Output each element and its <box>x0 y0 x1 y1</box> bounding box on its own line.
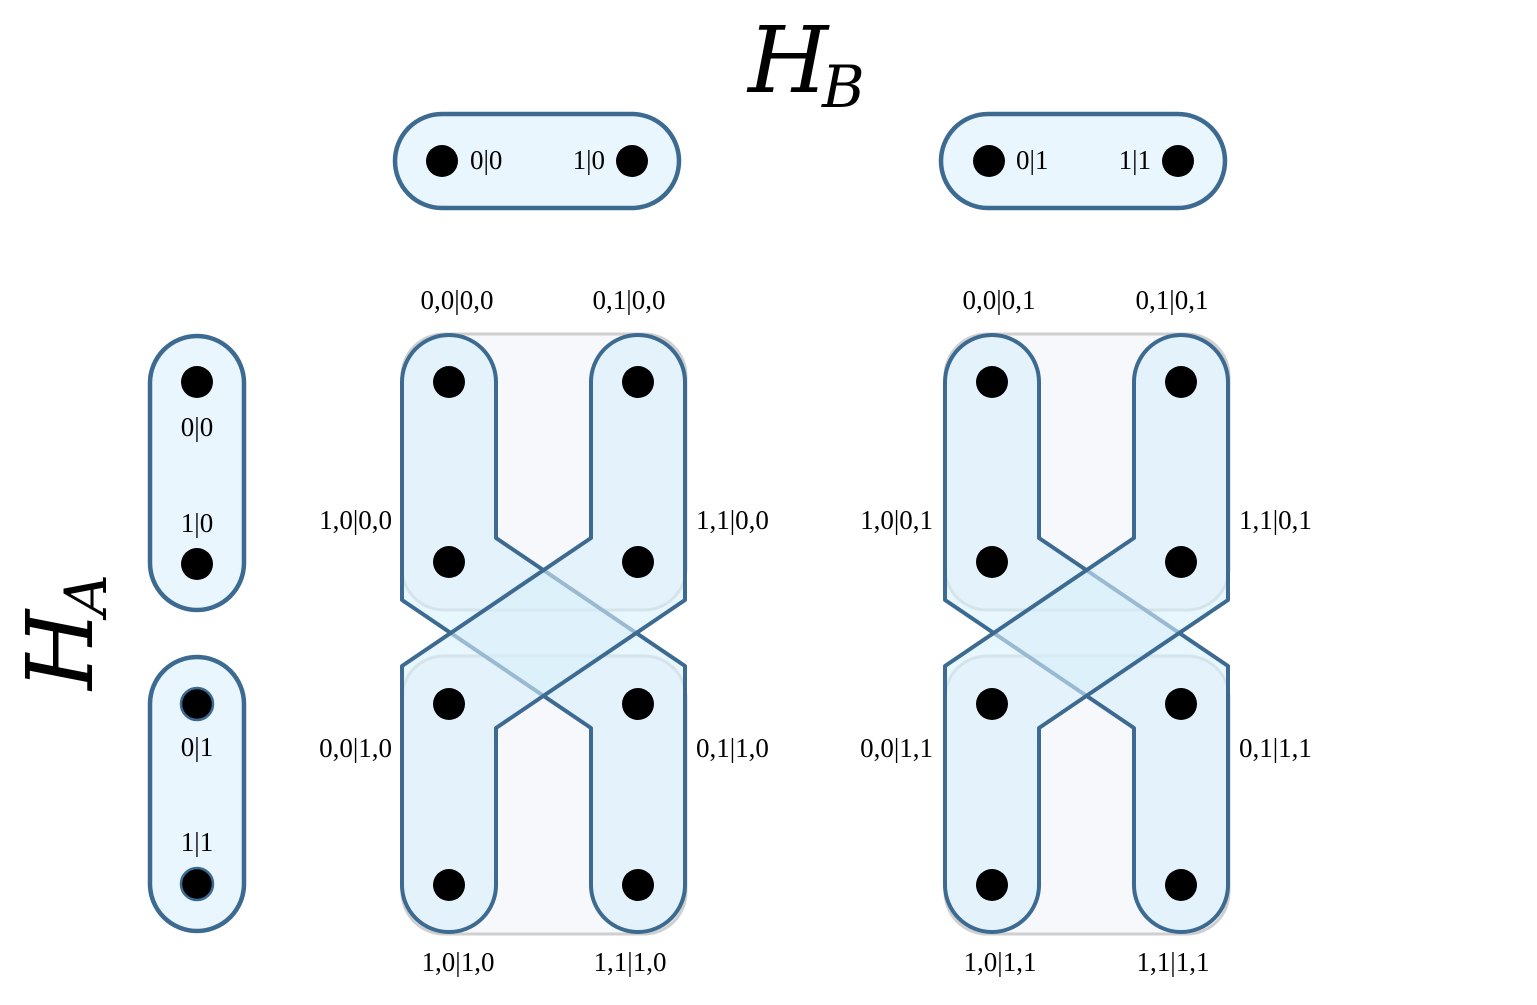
node-label: 0,1|0,1 <box>1136 285 1209 315</box>
node-label: 0|0 <box>470 145 502 175</box>
ha-capsule-outline <box>147 654 247 934</box>
node-label: 1,1|0,0 <box>696 505 769 535</box>
node-dot <box>622 546 654 578</box>
node-dot <box>433 869 465 901</box>
crossing-hyperedge <box>400 333 687 934</box>
node-dot <box>976 869 1008 901</box>
crossing-hyperedge <box>943 333 1230 934</box>
node-label: 0|1 <box>181 732 213 762</box>
node-label: 0,0|0,0 <box>421 285 494 315</box>
node-label: 0,1|0,0 <box>593 285 666 315</box>
node-label: 1,1|1,0 <box>594 947 667 977</box>
hb-capsule: 0|1 1|1 <box>938 111 1228 211</box>
node-dot <box>622 869 654 901</box>
ha-capsule: 0|1 1|1 <box>147 654 247 934</box>
ha-heading-sub: A <box>52 574 120 621</box>
node-dot <box>616 145 648 177</box>
node-dot <box>181 366 213 398</box>
node-dot <box>179 866 215 902</box>
node-label: 1,1|0,1 <box>1239 505 1312 535</box>
node-dot <box>976 366 1008 398</box>
node-label: 0,0|1,0 <box>319 733 392 763</box>
node-dot <box>179 686 215 722</box>
node-label: 1,0|1,1 <box>964 947 1037 977</box>
hb-capsule-outline <box>938 111 1228 211</box>
hyperedge-block: 0,0|0,1 0,1|0,1 1,0|0,1 1,1|0,1 0,0|1,1 … <box>860 285 1312 977</box>
node-dot <box>433 366 465 398</box>
ha-heading: H A <box>7 574 120 692</box>
node-label: 0|1 <box>1016 145 1048 175</box>
node-dot <box>181 548 213 580</box>
hb-capsule-outline <box>392 111 682 211</box>
node-label: 1|1 <box>1119 145 1151 175</box>
node-label: 0|0 <box>181 412 213 442</box>
hb-capsule: 0|0 1|0 <box>392 111 682 211</box>
hyperedge-block: 0,0|0,0 0,1|0,0 1,0|0,0 1,1|0,0 0,0|1,0 … <box>319 285 769 977</box>
node-label: 0,0|1,1 <box>860 733 933 763</box>
node-label: 1,0|0,1 <box>860 505 933 535</box>
node-dot <box>1162 145 1194 177</box>
node-label: 0,0|0,1 <box>963 285 1036 315</box>
node-dot <box>622 366 654 398</box>
ha-heading-main: H <box>7 608 114 692</box>
hb-heading-main: H <box>746 7 830 114</box>
node-dot <box>1165 688 1197 720</box>
node-dot <box>1165 869 1197 901</box>
node-label: 1,1|1,1 <box>1137 947 1210 977</box>
node-dot <box>433 688 465 720</box>
node-label: 0,1|1,1 <box>1239 733 1312 763</box>
node-label: 1|0 <box>181 508 213 538</box>
node-dot <box>1165 366 1197 398</box>
node-dot <box>1165 546 1197 578</box>
ha-capsule-outline <box>147 333 247 613</box>
node-dot <box>973 145 1005 177</box>
node-dot <box>433 546 465 578</box>
node-label: 1,0|0,0 <box>319 505 392 535</box>
ha-capsule: 0|0 1|0 <box>147 333 247 613</box>
hb-heading: H B <box>746 7 865 121</box>
node-label: 1|1 <box>181 827 213 857</box>
hb-heading-sub: B <box>821 53 865 121</box>
node-dot <box>622 688 654 720</box>
node-dot <box>976 546 1008 578</box>
node-label: 0,1|1,0 <box>696 733 769 763</box>
node-dot <box>976 688 1008 720</box>
node-dot <box>426 145 458 177</box>
node-label: 1|0 <box>573 145 605 175</box>
node-label: 1,0|1,0 <box>422 947 495 977</box>
